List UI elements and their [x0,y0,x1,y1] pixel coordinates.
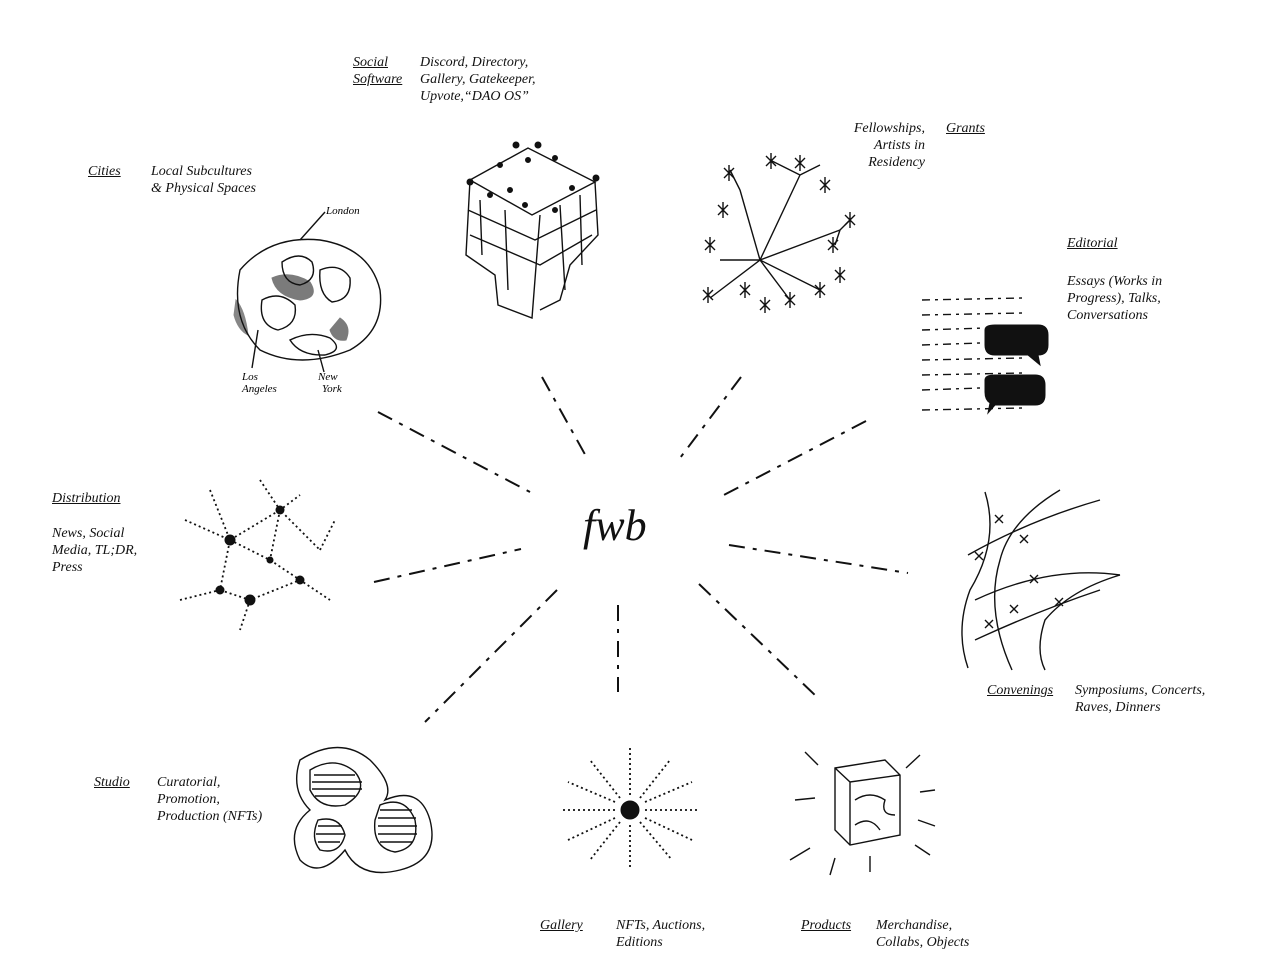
studio-blob-sketch [293,746,433,874]
ray-studio [424,589,558,723]
node-desc-products: Merchandise, Collabs, Objects [876,918,970,950]
connector-rays [373,376,909,723]
node-title-editorial: Editorial [1067,236,1118,251]
convenings-curves-sketch [961,489,1121,671]
sketch-label-new-york: New [317,371,338,383]
grants-tree-sketch [702,153,856,313]
node-desc-cities: Local Subcultures & Physical Spaces [151,164,256,196]
ray-cities [377,411,531,493]
products-box-sketch [789,751,936,876]
node-title-grants: Grants [946,121,985,136]
distribution-network-sketch [179,479,336,631]
ray-convenings [728,544,909,574]
node-title-convenings: Convenings [987,683,1054,698]
sketch-label-london: London [325,205,360,217]
gallery-burst-sketch [560,745,700,870]
ray-grants [676,376,742,463]
editorial-speech-sketch [921,297,1049,415]
ray-editorial [719,420,867,498]
node-title-distribution: Distribution [52,491,121,506]
node-title-social-software: Social Software [353,55,403,87]
svg-text:Angeles: Angeles [241,383,277,395]
node-desc-editorial: Essays (Works in Progress), Talks, Conve… [1067,274,1163,323]
node-desc-gallery: NFTs, Auctions, Editions [616,918,706,950]
social-software-building-sketch [465,141,600,319]
ray-social-software [541,376,588,459]
sketch-label-los-angeles: Los [241,371,258,383]
node-title-cities: Cities [88,164,121,179]
node-desc-grants: Fellowships, Artists in Residency [853,121,925,170]
node-title-products: Products [801,918,852,933]
node-title-gallery: Gallery [540,918,583,933]
ray-distribution [373,548,522,583]
node-title-studio: Studio [94,775,130,790]
ray-products [698,583,818,698]
node-desc-convenings: Symposiums, Concerts, Raves, Dinners [1075,683,1206,715]
svg-text:York: York [322,383,343,395]
node-desc-distribution: News, Social Media, TL;DR, Press [52,526,138,575]
node-desc-social-software: Discord, Directory, Gallery, Gatekeeper,… [420,55,536,104]
node-desc-studio: Curatorial, Promotion, Production (NFTs) [157,775,263,824]
center-label-fwb: fwb [583,501,647,550]
cities-map-sketch: London Los Angeles New York [233,205,382,395]
